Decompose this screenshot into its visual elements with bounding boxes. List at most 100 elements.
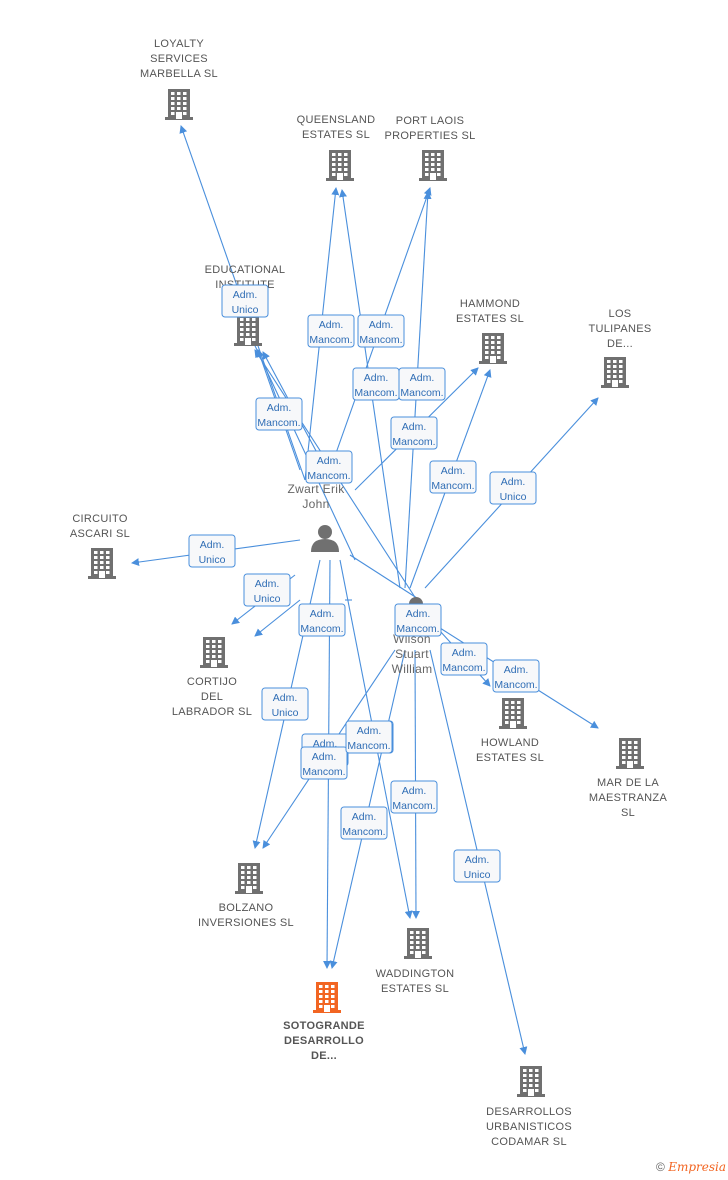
relation-badge[interactable]: Adm. Mancom. <box>398 367 446 401</box>
relation-box <box>390 780 438 814</box>
relation-badge[interactable]: Adm. Mancom. <box>298 603 346 637</box>
node-label-line: URBANISTICOS <box>486 1121 572 1133</box>
relation-box <box>221 284 269 318</box>
relation-badge[interactable]: Adm.Unico <box>453 849 501 883</box>
relation-badge[interactable]: Adm.Mancom. <box>492 659 540 693</box>
edge-line <box>254 599 301 637</box>
building-icon <box>88 548 116 579</box>
relation-badge[interactable]: Adm.Mancom. <box>352 367 400 401</box>
company-node-sotogrande[interactable]: SOTOGRANDEDESARROLLODE... <box>283 982 365 1062</box>
relation-box <box>429 460 477 494</box>
relation-box <box>489 471 537 505</box>
relation-badge[interactable]: Adm.Unico <box>243 573 291 607</box>
node-label-line: SL <box>621 807 635 819</box>
relation-text: Mancom. <box>300 623 343 635</box>
node-label-line: William <box>392 662 433 676</box>
node-label-line: LOS <box>609 308 632 320</box>
relation-text: Unico <box>254 593 281 605</box>
node-label-line: LOYALTY <box>154 38 204 50</box>
node-label-line: CORTIJO <box>187 676 237 688</box>
node-label-line: PORT LAOIS <box>396 115 465 127</box>
node-label-line: MARBELLA SL <box>140 68 218 80</box>
relation-badge[interactable]: Adm. Mancom. <box>390 780 438 814</box>
relation-badge[interactable]: Adm.Mancom. <box>390 416 438 450</box>
relation-box <box>394 603 442 637</box>
relation-badge[interactable]: Adm.Unico <box>188 534 236 568</box>
node-label-line: ESTATES SL <box>456 313 524 325</box>
footer: © Empresia <box>656 1160 726 1174</box>
relation-text: Unico <box>272 707 299 719</box>
relation-badge[interactable]: Adm. Mancom. <box>305 450 353 484</box>
node-label-line: DEL <box>201 691 223 703</box>
building-icon <box>200 637 228 668</box>
relation-badge[interactable]: Adm.Mancom. <box>307 314 355 348</box>
relation-text: Unico <box>500 491 527 503</box>
edge-line <box>249 334 356 561</box>
brand-logo[interactable]: Empresia <box>668 1160 726 1174</box>
building-icon <box>419 150 447 181</box>
node-label-line: CIRCUITO <box>72 513 128 525</box>
relation-box <box>243 573 291 607</box>
relation-text: Unico <box>199 554 226 566</box>
relation-box <box>298 603 346 637</box>
relation-badge[interactable]: Adm.Mancom. <box>429 460 477 494</box>
company-node-howland[interactable]: HOWLAND ESTATES SL <box>476 698 544 764</box>
building-icon <box>313 982 341 1013</box>
relation-badge[interactable]: Adm.Mancom. <box>255 397 303 431</box>
relation-text: Mancom. <box>400 387 443 399</box>
company-node-tulipanes[interactable]: LOSTULIPANESDE... <box>588 308 651 388</box>
relation-box <box>357 314 405 348</box>
relation-text: Unico <box>232 304 259 316</box>
company-node-loyalty[interactable]: LOYALTY SERVICES MARBELLA SL <box>140 38 218 120</box>
relation-box <box>255 397 303 431</box>
relation-badge[interactable]: Adm.Mancom. <box>300 746 348 780</box>
relation-text: Unico <box>464 869 491 881</box>
relation-badge[interactable]: Adm.Unico <box>489 471 537 505</box>
company-node-cortijo[interactable]: CORTIJO DEL LABRADOR SL <box>172 637 252 718</box>
building-icon <box>601 357 629 388</box>
relation-badge[interactable]: Adm.Mancom. <box>394 603 442 637</box>
relation-text: Adm. <box>317 455 342 467</box>
node-label-line: Stuart <box>395 647 429 661</box>
relation-badge[interactable]: Adm.Mancom. <box>357 314 405 348</box>
node-label-line: DESARROLLO <box>284 1035 364 1047</box>
building-icon <box>235 863 263 894</box>
building-icon <box>616 738 644 769</box>
relation-text: Adm. <box>352 811 377 823</box>
relation-text: Mancom. <box>392 800 435 812</box>
relation-box <box>305 450 353 484</box>
copyright-symbol: © <box>656 1160 665 1174</box>
node-label-line: LABRADOR SL <box>172 706 252 718</box>
node-label-line: ESTATES SL <box>476 752 544 764</box>
relation-badge[interactable]: Adm.Mancom. <box>440 642 488 676</box>
node-label-line: HOWLAND <box>481 737 539 749</box>
relation-text: Adm. <box>402 785 427 797</box>
relation-badge[interactable]: Adm.Unico <box>221 284 269 318</box>
relation-box <box>398 367 446 401</box>
node-label-line: SERVICES <box>150 53 208 65</box>
relation-badge[interactable]: Adm.Mancom. <box>345 720 393 754</box>
relation-text: Mancom. <box>302 766 345 778</box>
relation-text: Adm. <box>310 608 335 620</box>
relation-text: Adm. <box>369 319 394 331</box>
relation-badge[interactable]: Adm.Mancom. <box>340 806 388 840</box>
relation-badge[interactable]: Adm.Unico <box>261 687 309 721</box>
nodes-layer: LOYALTY SERVICES MARBELLA SL QUEENSLANDESTA… <box>70 38 668 1148</box>
edge-line <box>349 554 421 601</box>
relation-text: Mancom. <box>442 662 485 674</box>
relation-text: Adm. <box>410 372 435 384</box>
relation-text: Mancom. <box>309 334 352 346</box>
relation-text: Adm. <box>406 608 431 620</box>
relation-text: Mancom. <box>307 470 350 482</box>
relation-text: Mancom. <box>392 436 435 448</box>
